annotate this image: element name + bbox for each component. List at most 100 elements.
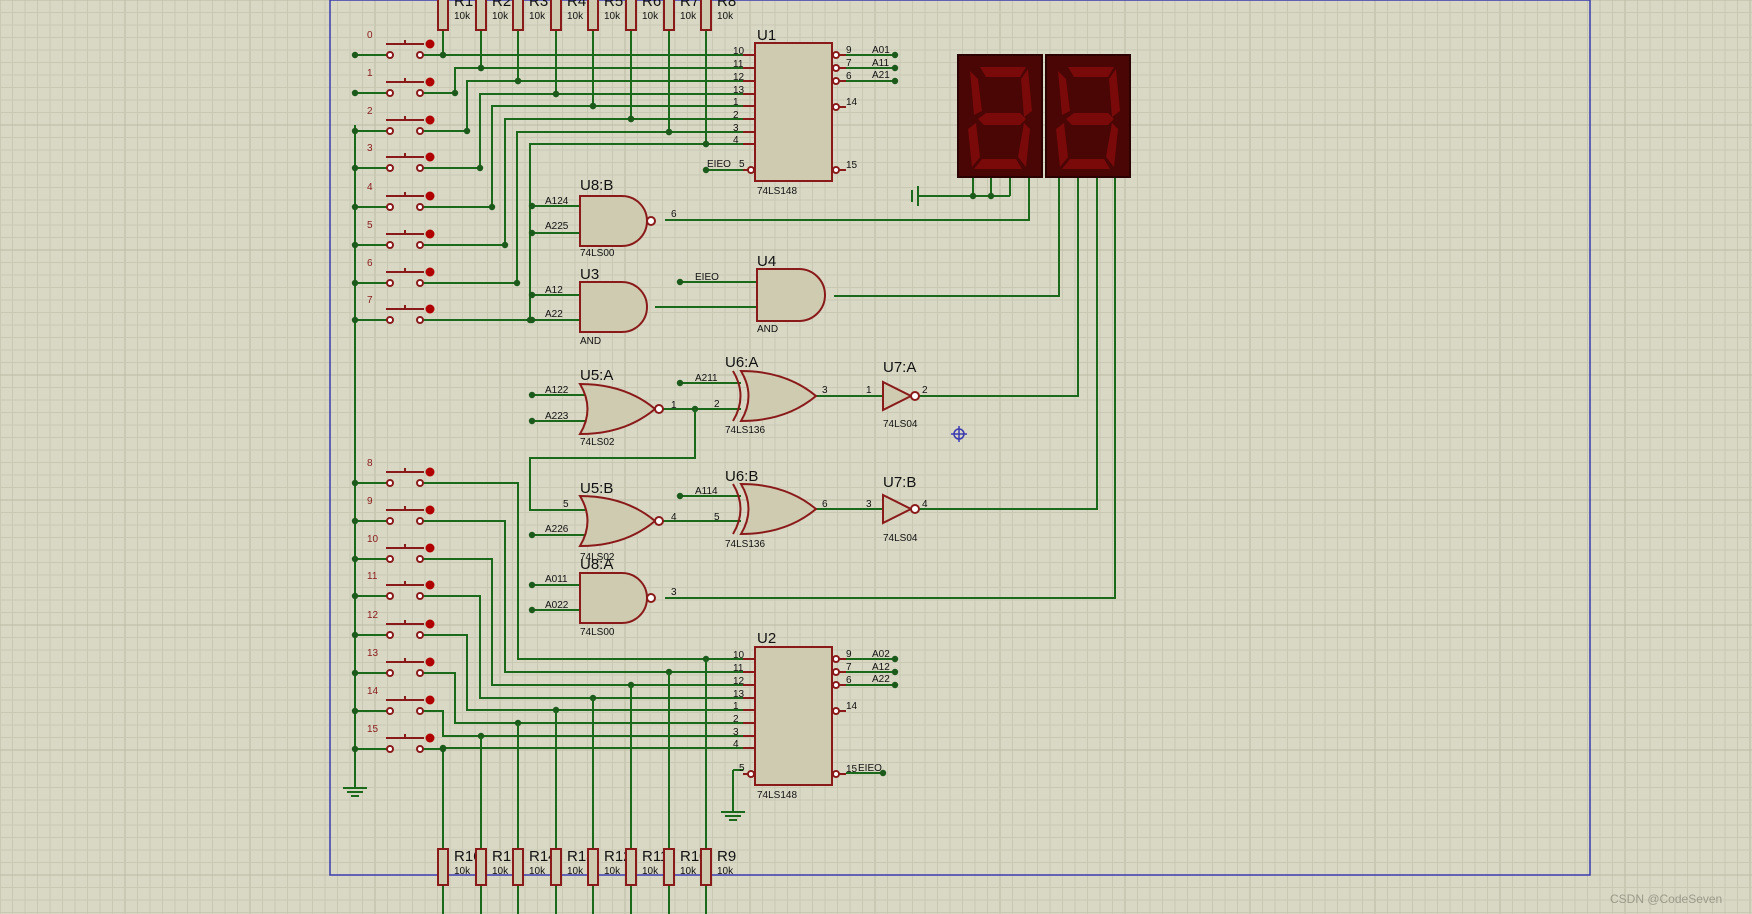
- pin-u7a-in: 1: [866, 385, 872, 396]
- seg2-segment-0: [1068, 67, 1114, 77]
- resistor-R11-value: 10k: [642, 866, 659, 877]
- junction-dot: [477, 64, 485, 72]
- resistor-R7-ref: R7: [680, 0, 699, 10]
- encoder-u2[interactable]: U2 74LS148: [754, 630, 833, 801]
- net-a01: A01: [872, 45, 890, 56]
- junction-dot: [513, 279, 521, 287]
- u2-pin-num-7: 4: [733, 739, 739, 750]
- wire: [423, 93, 743, 169]
- resistor-R7: [663, 0, 675, 31]
- u8b-part: 74LS00: [580, 248, 615, 259]
- u4-part: AND: [757, 324, 778, 335]
- u2-pin-num-0: 10: [733, 650, 745, 661]
- switch-1-right-contact: [416, 89, 424, 97]
- seg2-segment-2: [1106, 123, 1118, 167]
- wire: [423, 634, 743, 711]
- u2-pin-num-6: 3: [733, 727, 739, 738]
- u2-pin-num-4: 1: [733, 701, 739, 712]
- pin-u8a-out: 3: [671, 587, 677, 598]
- junction-dot: [351, 241, 359, 249]
- switch-0-left-contact: [386, 51, 394, 59]
- switch-2-left-contact: [386, 127, 394, 135]
- switch-label-12: 12: [367, 610, 379, 621]
- switch-12-pin: [425, 619, 435, 629]
- switch-5-pin: [425, 229, 435, 239]
- pin-u7b-out: 4: [922, 499, 928, 510]
- junction-dot: [351, 51, 359, 59]
- u1-pin-num-2: 12: [733, 72, 745, 83]
- resistor-R6: [625, 0, 637, 31]
- junction-dot: [676, 278, 684, 286]
- u2-pin-ei-num: 5: [739, 763, 745, 774]
- gate-u6a-xor-arc: [732, 370, 742, 422]
- u1-part: 74LS148: [757, 186, 797, 197]
- wire: [423, 131, 743, 284]
- resistor-R4: [550, 0, 562, 31]
- u2-pin-out-num-3: 14: [846, 701, 858, 712]
- u2-pin-out-num-0: 9: [846, 649, 852, 660]
- u2-pin-ei-bubble: [747, 770, 755, 778]
- switch-0-pin: [425, 39, 435, 49]
- u1-pin-out-bubble-4: [832, 166, 840, 174]
- pin-u5a-out: 1: [671, 400, 677, 411]
- net-a12: A12: [545, 285, 563, 296]
- gate-u5a-bubble: [654, 404, 664, 414]
- gate-u3: [579, 281, 648, 333]
- seg1-segment-2: [1018, 123, 1030, 167]
- junction-dot: [514, 77, 522, 85]
- u2-pin-out-bubble-2: [832, 681, 840, 689]
- switch-5-right-contact: [416, 241, 424, 249]
- u2-pin-num-3: 13: [733, 689, 745, 700]
- junction-dot: [351, 555, 359, 563]
- resistor-R1-ref: R1: [454, 0, 473, 10]
- seven-segment-display-tens: [957, 54, 1043, 178]
- switch-label-11: 11: [367, 571, 378, 582]
- wire: [423, 105, 743, 208]
- switch-13-left-contact: [386, 669, 394, 677]
- resistor-R4-value: 10k: [567, 11, 584, 22]
- seg1-segment-4: [968, 123, 980, 167]
- junction-dot: [528, 531, 536, 539]
- junction-dot: [891, 668, 899, 676]
- resistor-R11-ref: R11: [642, 848, 668, 865]
- switch-5-left-contact: [386, 241, 394, 249]
- resistor-R12-ref: R12: [604, 848, 632, 865]
- gate-u8a: [579, 572, 648, 624]
- switch-label-7: 7: [367, 295, 373, 306]
- u2-pin-out-bubble-4: [832, 770, 840, 778]
- resistor-R4-ref: R4: [567, 0, 586, 10]
- pin-u6a-out: 3: [822, 385, 828, 396]
- u1-pin-out-num-0: 9: [846, 45, 852, 56]
- switch-11-right-contact: [416, 592, 424, 600]
- gate-u7a-bubble: [910, 391, 920, 401]
- gate-u7b: [882, 493, 914, 525]
- switch-10-left-contact: [386, 555, 394, 563]
- switch-label-5: 5: [367, 220, 373, 231]
- u1-pin-num-5: 2: [733, 110, 739, 121]
- resistor-R3-ref: R3: [529, 0, 548, 10]
- junction-dot: [702, 140, 710, 148]
- resistor-R14-ref: R14: [529, 848, 557, 865]
- junction-dot: [351, 316, 359, 324]
- switch-label-8: 8: [367, 458, 373, 469]
- crosshair-cursor-icon: [951, 426, 967, 442]
- switch-14-left-contact: [386, 707, 394, 715]
- seg1-segment-3: [974, 159, 1022, 169]
- junction-dot: [451, 89, 459, 97]
- wire: [423, 118, 743, 246]
- junction-dot: [528, 291, 536, 299]
- net-a223: A223: [545, 411, 569, 422]
- gate-u8a-bubble: [646, 593, 656, 603]
- encoder-u1[interactable]: U1 74LS148: [754, 27, 833, 197]
- wire: [834, 175, 1060, 297]
- switch-12-right-contact: [416, 631, 424, 639]
- switch-2-right-contact: [416, 127, 424, 135]
- pin-u5b-out: 4: [671, 512, 677, 523]
- switch-7-pin: [425, 304, 435, 314]
- switch-7-right-contact: [416, 316, 424, 324]
- components: 01011121231341526374A09A17A26GS14EO15EI5…: [343, 0, 920, 886]
- pin-u6b-out: 6: [822, 499, 828, 510]
- switch-6-right-contact: [416, 279, 424, 287]
- resistor-R5-value: 10k: [604, 11, 621, 22]
